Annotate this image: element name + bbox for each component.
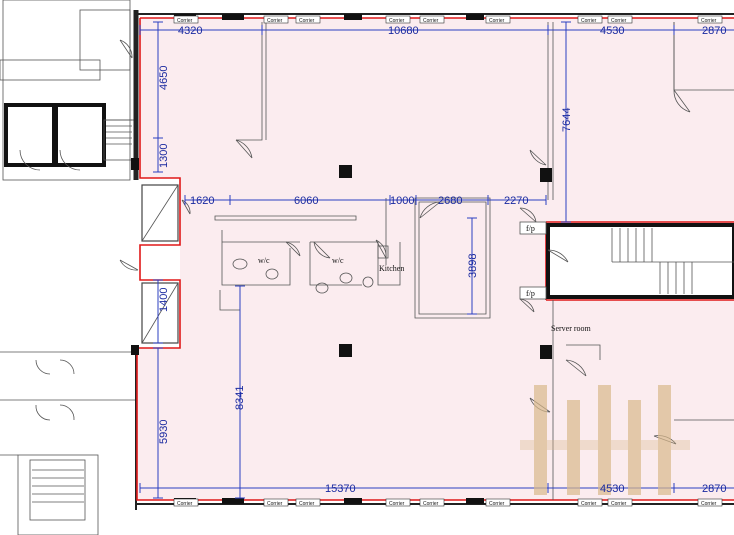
dim-top-1: 4320 bbox=[178, 25, 202, 37]
dim-left-3: 1400 bbox=[158, 288, 170, 312]
corridor-tag: Corrier bbox=[385, 15, 411, 24]
dim-left-2: 1300 bbox=[158, 144, 170, 168]
corridor-tag: Corrier bbox=[295, 498, 321, 507]
corridor-tag: Corrier bbox=[697, 498, 723, 507]
corridor-tag: Corrier bbox=[263, 498, 289, 507]
svg-text:Corrier: Corrier bbox=[489, 18, 505, 24]
room-labels: w/c w/c Kitchen f/p f/p Server room bbox=[258, 224, 592, 333]
svg-text:Corrier: Corrier bbox=[423, 501, 439, 507]
corridor-tag: Corrier bbox=[607, 498, 633, 507]
svg-text:Corrier: Corrier bbox=[581, 501, 597, 507]
floor-area bbox=[137, 18, 734, 500]
corridor-tag: Corrier bbox=[173, 15, 199, 24]
svg-text:Corrier: Corrier bbox=[177, 18, 193, 24]
watermark-logo bbox=[520, 385, 690, 495]
label-wc-2: w/c bbox=[332, 256, 344, 265]
stair-icon bbox=[611, 228, 734, 294]
corridor-tag: Corrier bbox=[577, 498, 603, 507]
svg-text:Corrier: Corrier bbox=[423, 18, 439, 24]
dim-inner-3: 7644 bbox=[561, 108, 573, 132]
svg-text:Corrier: Corrier bbox=[389, 501, 405, 507]
dim-mid-5: 2270 bbox=[504, 195, 528, 207]
svg-text:Corrier: Corrier bbox=[389, 18, 405, 24]
corridor-tag: Corrier bbox=[173, 498, 199, 507]
label-server-room: Server room bbox=[551, 324, 592, 333]
svg-text:Corrier: Corrier bbox=[299, 18, 315, 24]
dim-inner-2: 3898 bbox=[467, 254, 479, 278]
label-kitchen: Kitchen bbox=[379, 264, 404, 273]
dim-mid-3: 1000 bbox=[390, 195, 414, 207]
corridor-tags: Corrier Corrier Corrier Corrier Corrier … bbox=[173, 15, 723, 507]
dim-top-3: 4530 bbox=[600, 25, 624, 37]
corridor-tag: Corrier bbox=[419, 15, 445, 24]
corridor-tag: Corrier bbox=[263, 15, 289, 24]
corridor-tag: Corrier bbox=[485, 498, 511, 507]
dim-top-2: 10680 bbox=[388, 25, 419, 37]
label-wc-1: w/c bbox=[258, 256, 270, 265]
svg-text:Corrier: Corrier bbox=[611, 18, 627, 24]
stair-icon bbox=[32, 119, 132, 503]
dim-mid-4: 2680 bbox=[438, 195, 462, 207]
door-swing-icon bbox=[19, 39, 691, 445]
label-fp-bottom: f/p bbox=[526, 289, 535, 298]
svg-text:Corrier: Corrier bbox=[611, 501, 627, 507]
service-core bbox=[519, 221, 734, 300]
svg-text:Corrier: Corrier bbox=[581, 18, 597, 24]
dim-mid-1: 1620 bbox=[190, 195, 214, 207]
dim-bottom-3: 2870 bbox=[702, 483, 726, 495]
dim-bottom-2: 4530 bbox=[600, 483, 624, 495]
svg-text:Corrier: Corrier bbox=[701, 501, 717, 507]
svg-text:Corrier: Corrier bbox=[489, 501, 505, 507]
svg-text:Corrier: Corrier bbox=[701, 18, 717, 24]
corridor-tag: Corrier bbox=[295, 15, 321, 24]
corridor-tag: Corrier bbox=[607, 15, 633, 24]
corridor-tag: Corrier bbox=[385, 498, 411, 507]
left-exterior bbox=[0, 0, 135, 535]
svg-text:Corrier: Corrier bbox=[267, 501, 283, 507]
svg-text:Corrier: Corrier bbox=[299, 501, 315, 507]
dim-top-4: 2870 bbox=[702, 25, 726, 37]
toilet-icon bbox=[232, 245, 389, 294]
label-fp-top: f/p bbox=[526, 224, 535, 233]
svg-text:Corrier: Corrier bbox=[177, 501, 193, 507]
dimension-labels: 4320 10680 4530 2870 1620 6060 1000 2680… bbox=[158, 25, 726, 495]
corridor-tag: Corrier bbox=[697, 15, 723, 24]
corridor-tag: Corrier bbox=[485, 15, 511, 24]
corridor-tag: Corrier bbox=[577, 15, 603, 24]
shaft bbox=[141, 184, 179, 344]
corridor-tag: Corrier bbox=[419, 498, 445, 507]
dim-bottom-1: 15370 bbox=[325, 483, 356, 495]
dim-left-4: 5930 bbox=[158, 420, 170, 444]
dim-left-1: 4650 bbox=[158, 66, 170, 90]
dim-mid-2: 6060 bbox=[294, 195, 318, 207]
dim-inner-1: 8341 bbox=[234, 386, 246, 410]
svg-text:Corrier: Corrier bbox=[267, 18, 283, 24]
